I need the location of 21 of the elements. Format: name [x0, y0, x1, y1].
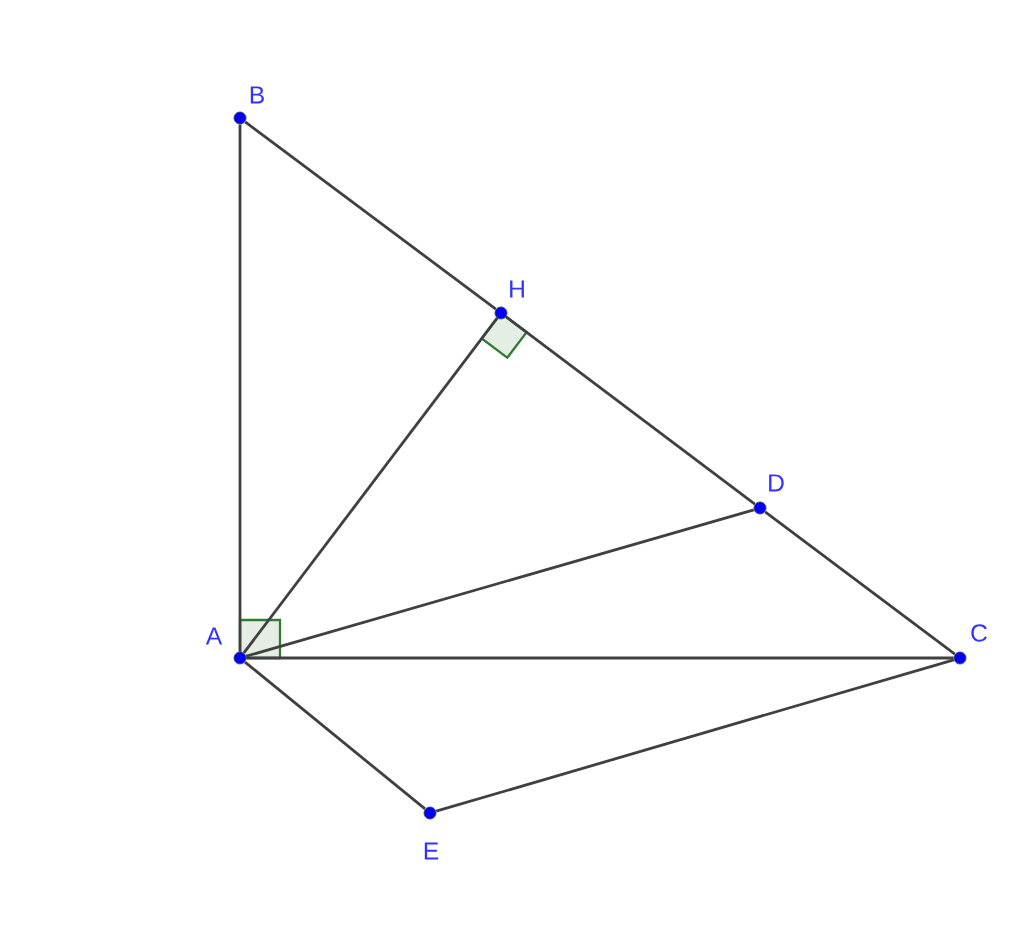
point — [494, 306, 508, 320]
line-segment — [238, 124, 242, 652]
line-segment — [245, 508, 755, 658]
line-segment — [764, 510, 956, 656]
point — [233, 651, 247, 665]
line-segment — [242, 317, 499, 654]
point-label: E — [424, 842, 439, 860]
point — [953, 651, 967, 665]
line-segment — [244, 120, 497, 311]
point-label: B — [250, 86, 264, 104]
line-segment — [244, 660, 426, 810]
line-segment — [246, 656, 954, 660]
point — [753, 501, 767, 515]
point-label: H — [510, 280, 524, 298]
point — [233, 111, 247, 125]
point-label: A — [205, 627, 223, 645]
line-segment — [435, 658, 955, 813]
point — [423, 806, 437, 820]
point-label: D — [769, 474, 784, 492]
point-label: C — [971, 624, 987, 642]
line-segment — [505, 315, 756, 506]
